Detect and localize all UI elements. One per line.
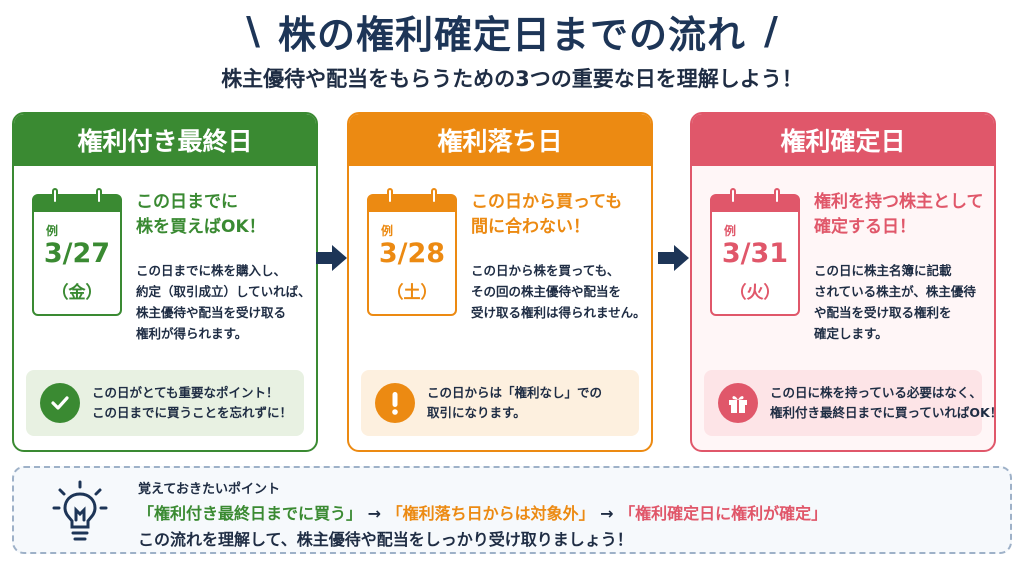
memo-flow: 「権利付き最終日までに買う」 → 「権利落ち日からは対象外」 → 「権利確定日に… <box>138 504 828 523</box>
card-last-trading-day: 権利付き最終日 例 3/27 （金） この日までに 株を買えばOK！ この日まで… <box>12 112 318 452</box>
calendar-date: 3/31 <box>721 238 789 269</box>
example-label: 例 <box>724 224 737 238</box>
calendar-weekday: （土） <box>386 283 438 303</box>
example-label: 例 <box>46 224 59 238</box>
card-title: 権利落ち日 <box>349 114 651 166</box>
page-title: 株の権利確定日までの流れ <box>277 12 746 57</box>
note-text: この日がとても重要なポイント！ この日までに買うことを忘れずに！ <box>92 385 293 420</box>
card-headline: この日から買っても 間に合わない！ <box>471 192 623 237</box>
card-title: 権利付き最終日 <box>14 114 316 166</box>
arrow-right-icon <box>658 245 689 271</box>
calendar-date: 3/27 <box>43 238 111 269</box>
check-icon <box>40 383 80 423</box>
calendar-icon: 例 3/28 （土） <box>367 188 457 316</box>
calendar-icon: 例 3/27 （金） <box>32 188 122 316</box>
calendar-icon: 例 3/31 （火） <box>710 188 800 316</box>
title-slash-left: \ <box>246 9 260 53</box>
arrow-right-icon <box>316 245 347 271</box>
calendar-date: 3/28 <box>378 238 446 269</box>
memo-title: 覚えておきたいポイント <box>138 482 280 497</box>
note-text: この日に株を持っている必要はなく、 権利付き最終日までに買っていればOK！ <box>770 385 996 420</box>
card-body: この日から株を買っても、 その回の株主優待や配当を 受け取る権利は得られません。 <box>471 263 646 320</box>
note-text: この日からは「権利なし」での 取引になります。 <box>427 385 603 420</box>
key-point-box: 覚えておきたいポイント 「権利付き最終日までに買う」 → 「権利落ち日からは対象… <box>12 466 1012 554</box>
card-body: この日に株主名簿に記載 されている株主が、株主優待 や配当を受け取る権利を 確定… <box>814 263 976 341</box>
title-slash-right: / <box>764 9 778 53</box>
memo-conclusion: この流れを理解して、株主優待や配当をしっかり受け取りましょう！ <box>138 530 633 549</box>
lightbulb-icon <box>52 480 108 541</box>
card-headline: 権利を持つ株主として 確定する日！ <box>814 192 984 237</box>
calendar-weekday: （金） <box>51 283 103 303</box>
card-note: この日がとても重要なポイント！ この日までに買うことを忘れずに！ <box>26 370 304 436</box>
title-row: \ 株の権利確定日までの流れ / <box>0 6 1024 57</box>
calendar-weekday: （火） <box>729 283 781 303</box>
card-headline: この日までに 株を買えばOK！ <box>136 192 266 237</box>
card-title: 権利確定日 <box>692 114 994 166</box>
example-label: 例 <box>381 224 394 238</box>
card-ex-rights-day: 権利落ち日 例 3/28 （土） この日から買っても 間に合わない！ この日から… <box>347 112 653 452</box>
card-record-date: 権利確定日 例 3/31 （火） 権利を持つ株主として 確定する日！ この日に株… <box>690 112 996 452</box>
gift-icon <box>718 383 758 423</box>
page-subtitle: 株主優待や配当をもらうための3つの重要な日を理解しよう！ <box>221 67 803 91</box>
exclamation-icon <box>375 383 415 423</box>
card-note: この日からは「権利なし」での 取引になります。 <box>361 370 639 436</box>
card-body: この日までに株を購入し、 約定（取引成立）していれば、 株主優待や配当を受け取る… <box>136 263 311 341</box>
card-note: この日に株を持っている必要はなく、 権利付き最終日までに買っていればOK！ <box>704 370 994 436</box>
